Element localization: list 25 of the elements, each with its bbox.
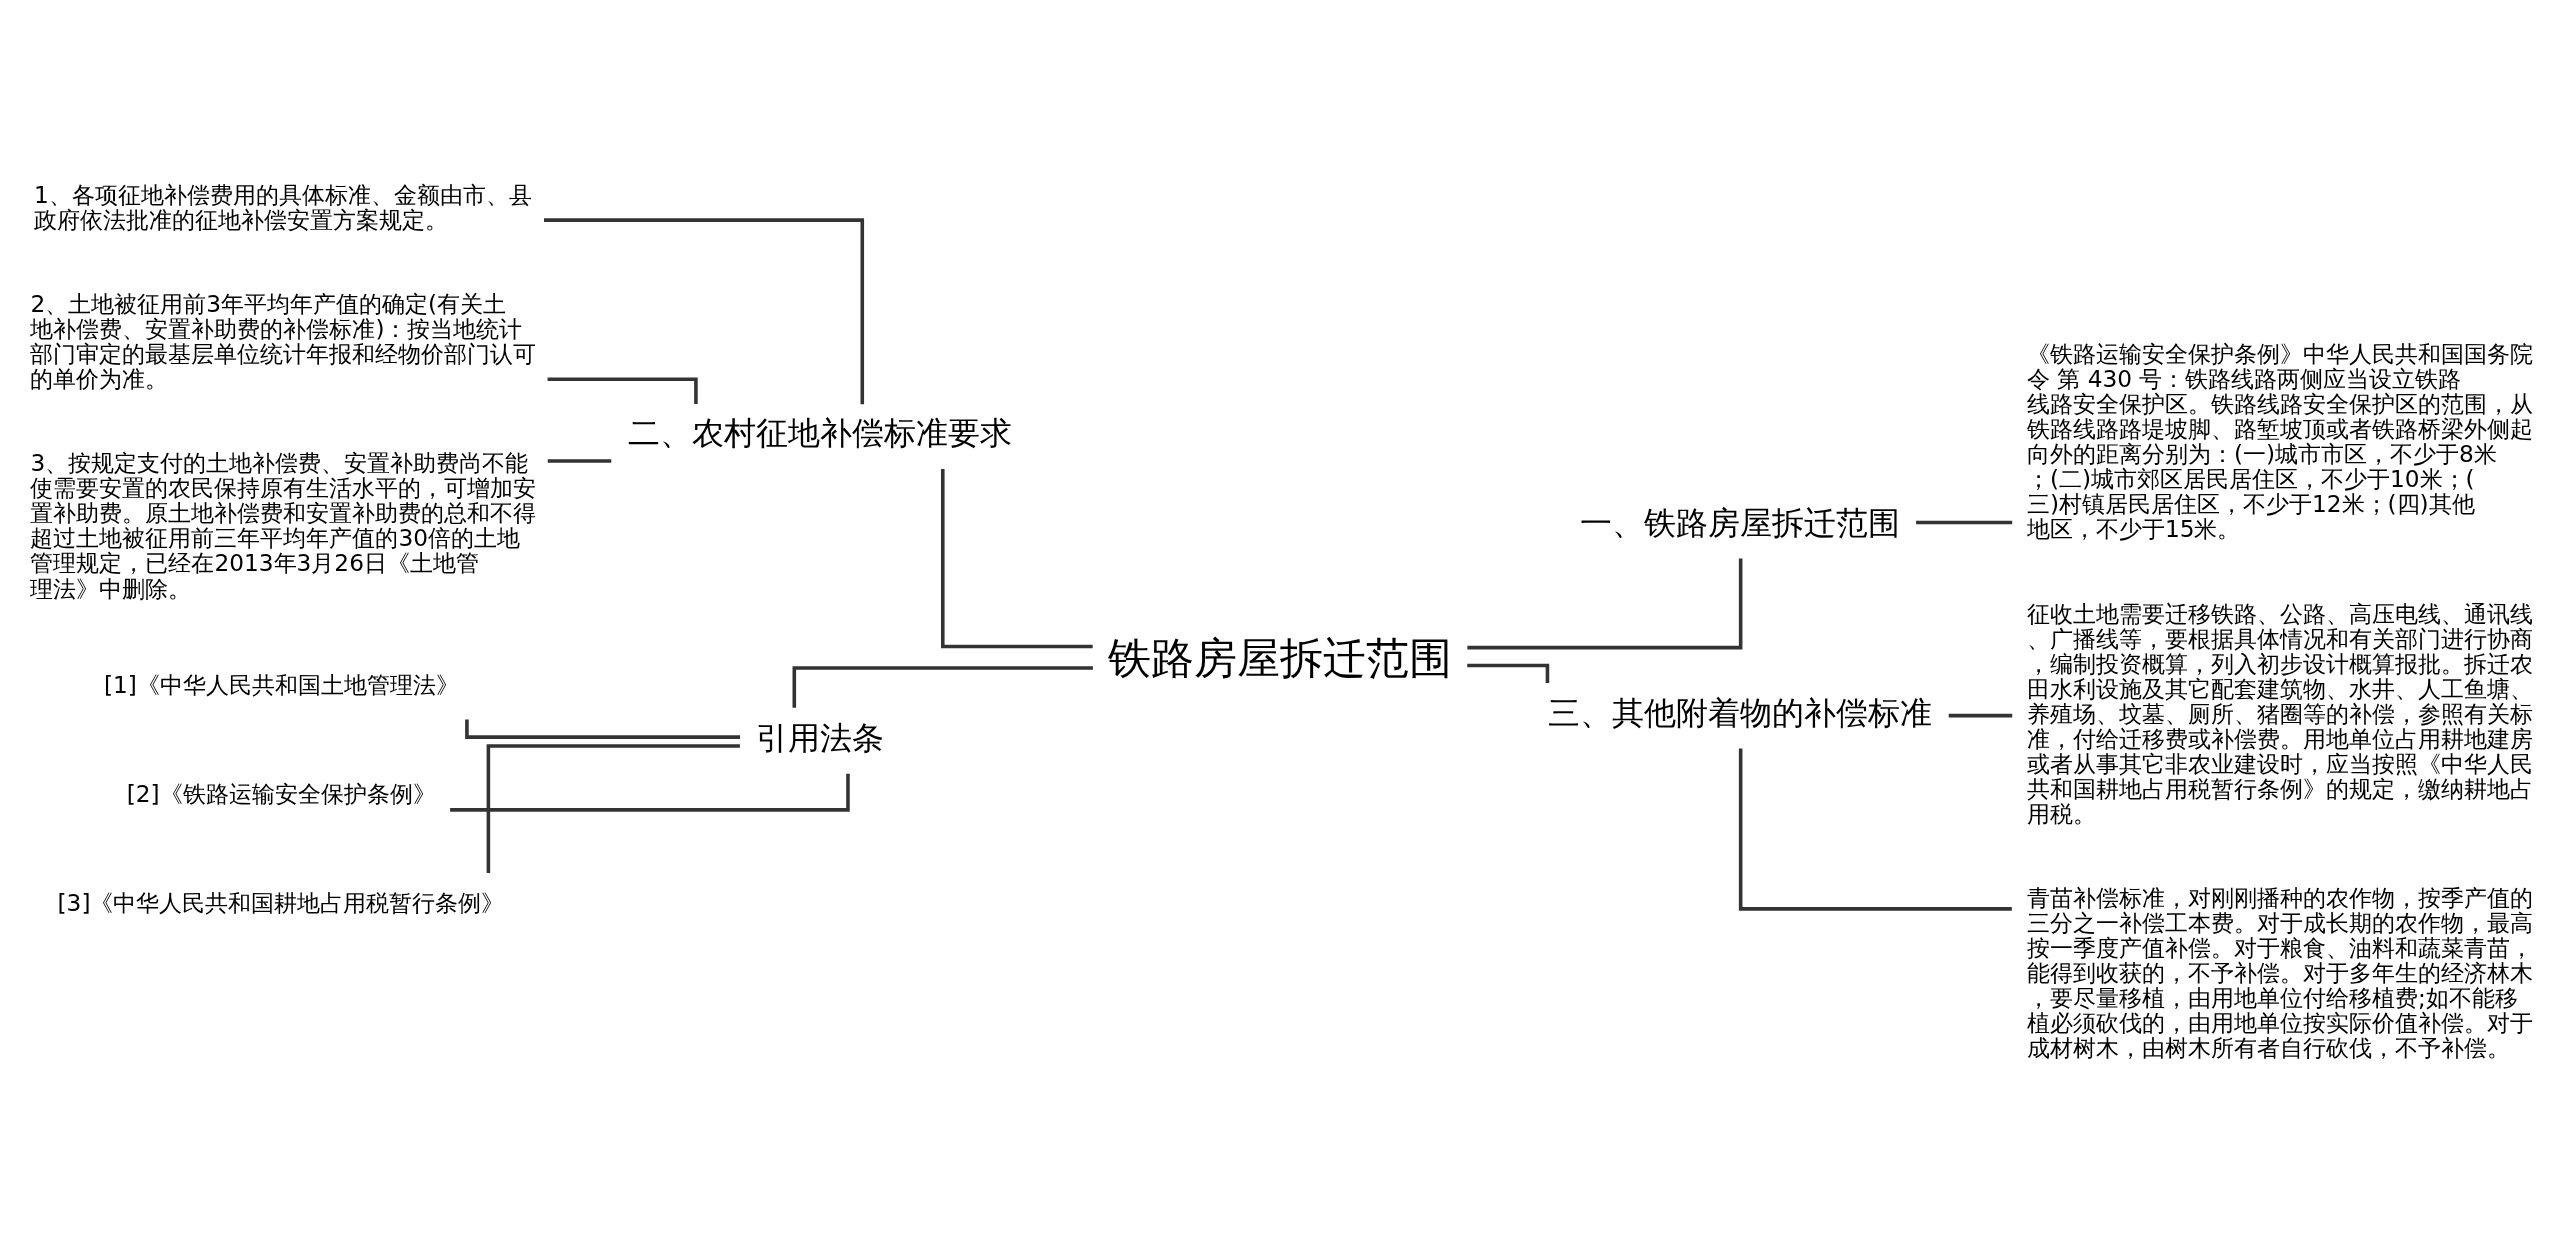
connector — [792, 666, 1093, 708]
node-text: 1、各项征地补偿费用的具体标准、金额由市、县政府依法批准的征地补偿安置方案规定。 — [33, 180, 532, 233]
node-text: [2]《铁路运输安全保护条例》 — [126, 780, 436, 808]
node-text: 2、土地被征用前3年平均年产值的确定(有关土地补偿费、安置补助费的补偿标准)：按当地统计部门审定的最基层单位统计年报和经物价部门认可的单价为准。 — [30, 290, 537, 393]
node-text: 一、铁路房屋拆迁范围 — [1579, 503, 1900, 542]
connector — [1467, 663, 1550, 684]
node-text: 3、按规定支付的土地补偿费、安置补助费尚不能使需要安置的农民保持原有生活水平的，可增加安置补助费。原土地补偿费和安置补助费的总和不得超过土地被征用前三年平均年产值的30倍的土地管理规定，已经在2013年3月26日《土地管理法》中删除。 — [30, 449, 537, 602]
node-text: 二、农村征地补偿标准要求 — [628, 414, 1013, 453]
connector — [941, 468, 1093, 649]
connector — [1948, 713, 2013, 718]
node-text: [1]《中华人民共和国土地管理法》 — [103, 671, 459, 699]
connector — [486, 744, 740, 874]
connector — [1467, 558, 1743, 650]
node-text: 青苗补偿标准，对刚刚播种的农作物，按季产值的三分之一补偿工本费。对于成长期的农作物，最高按一季度产值补偿。对于粮食、油料和蔬菜青苗，能得到收获的，不予补偿。对于多年生的经济林木，要尽量移植，由用地单位付给移植费;如不能移植必须砍伐的，由用地单位按实际价值补偿。对于成材树木，由树木所有者自行砍伐，不予补偿。 — [2026, 883, 2533, 1062]
connector — [465, 719, 741, 739]
connector — [1916, 520, 2013, 525]
node-text: [3]《中华人民共和国耕地占用税暂行条例》 — [57, 889, 505, 917]
node-text: 铁路房屋拆迁范围 — [1108, 633, 1452, 684]
connector — [547, 459, 612, 463]
node-text: 三、其他附着物的补偿标准 — [1547, 693, 1932, 732]
node-text: 引用法条 — [756, 718, 885, 757]
connector — [544, 218, 865, 405]
node-text: 《铁路运输安全保护条例》中华人民共和国国务院令 第 430 号：铁路线路两侧应当设立铁路线路安全保护区。铁路线路安全保护区的范围，从铁路线路路堤坡脚、路堑坡顶或者铁路桥梁外侧起向外的距离分别为：(一)城市市区，不少于8米；(二)城市郊区居民居住区，不少于10米；(三)村镇居民居住区，不少于12米；(四)其他地区，不少于15米。 — [2026, 340, 2533, 543]
node-text: 征收土地需要迁移铁路、公路、高压电线、通讯线、广播线等，要根据具体情况和有关部门进行协商，编制投资概算，列入初步设计概算报批。拆迁农田水利设施及其它配套建筑物、水井、人工鱼塘、养殖场、坟墓、厕所、猪圈等的补偿，参照有关标准，付给迁移费或补偿费。用地单位占用耕地建房或者从事其它非农业建设时，应当按照《中华人民共和国耕地占用税暂行条例》的规定，缴纳耕地占用税。 — [2026, 599, 2533, 827]
connector — [1738, 748, 2012, 911]
